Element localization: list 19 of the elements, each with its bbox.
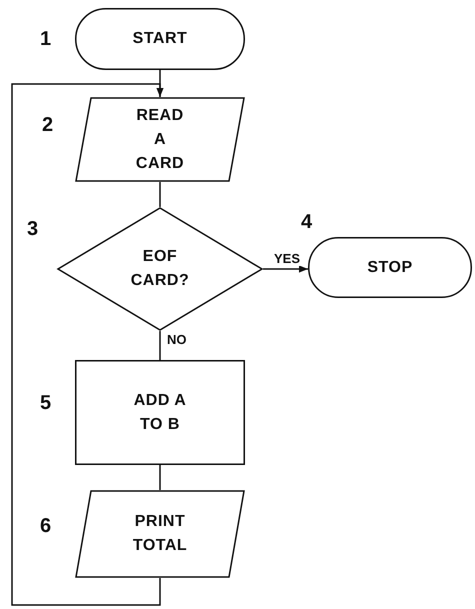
step-number: 3 [27, 218, 38, 241]
connector-line [159, 465, 161, 490]
node-label: PRINT TOTAL [132, 512, 188, 556]
connector-line [159, 331, 161, 360]
connector-line [159, 182, 161, 207]
node-label: EOF CARD? [130, 247, 190, 291]
step-number: 2 [42, 114, 54, 137]
edge-label: YES [273, 252, 302, 266]
edge-label: NO [166, 333, 188, 347]
step-number: 6 [40, 515, 52, 538]
step-number: 5 [40, 392, 52, 415]
node-label: STOP [367, 258, 413, 278]
node-label: START [132, 29, 188, 49]
step-number: 4 [301, 211, 312, 234]
step-number: 1 [40, 28, 52, 51]
arrow [11, 83, 164, 606]
node-label: ADD A TO B [132, 390, 188, 434]
node-label: READ A CARD [135, 106, 185, 174]
arrow [263, 265, 308, 273]
